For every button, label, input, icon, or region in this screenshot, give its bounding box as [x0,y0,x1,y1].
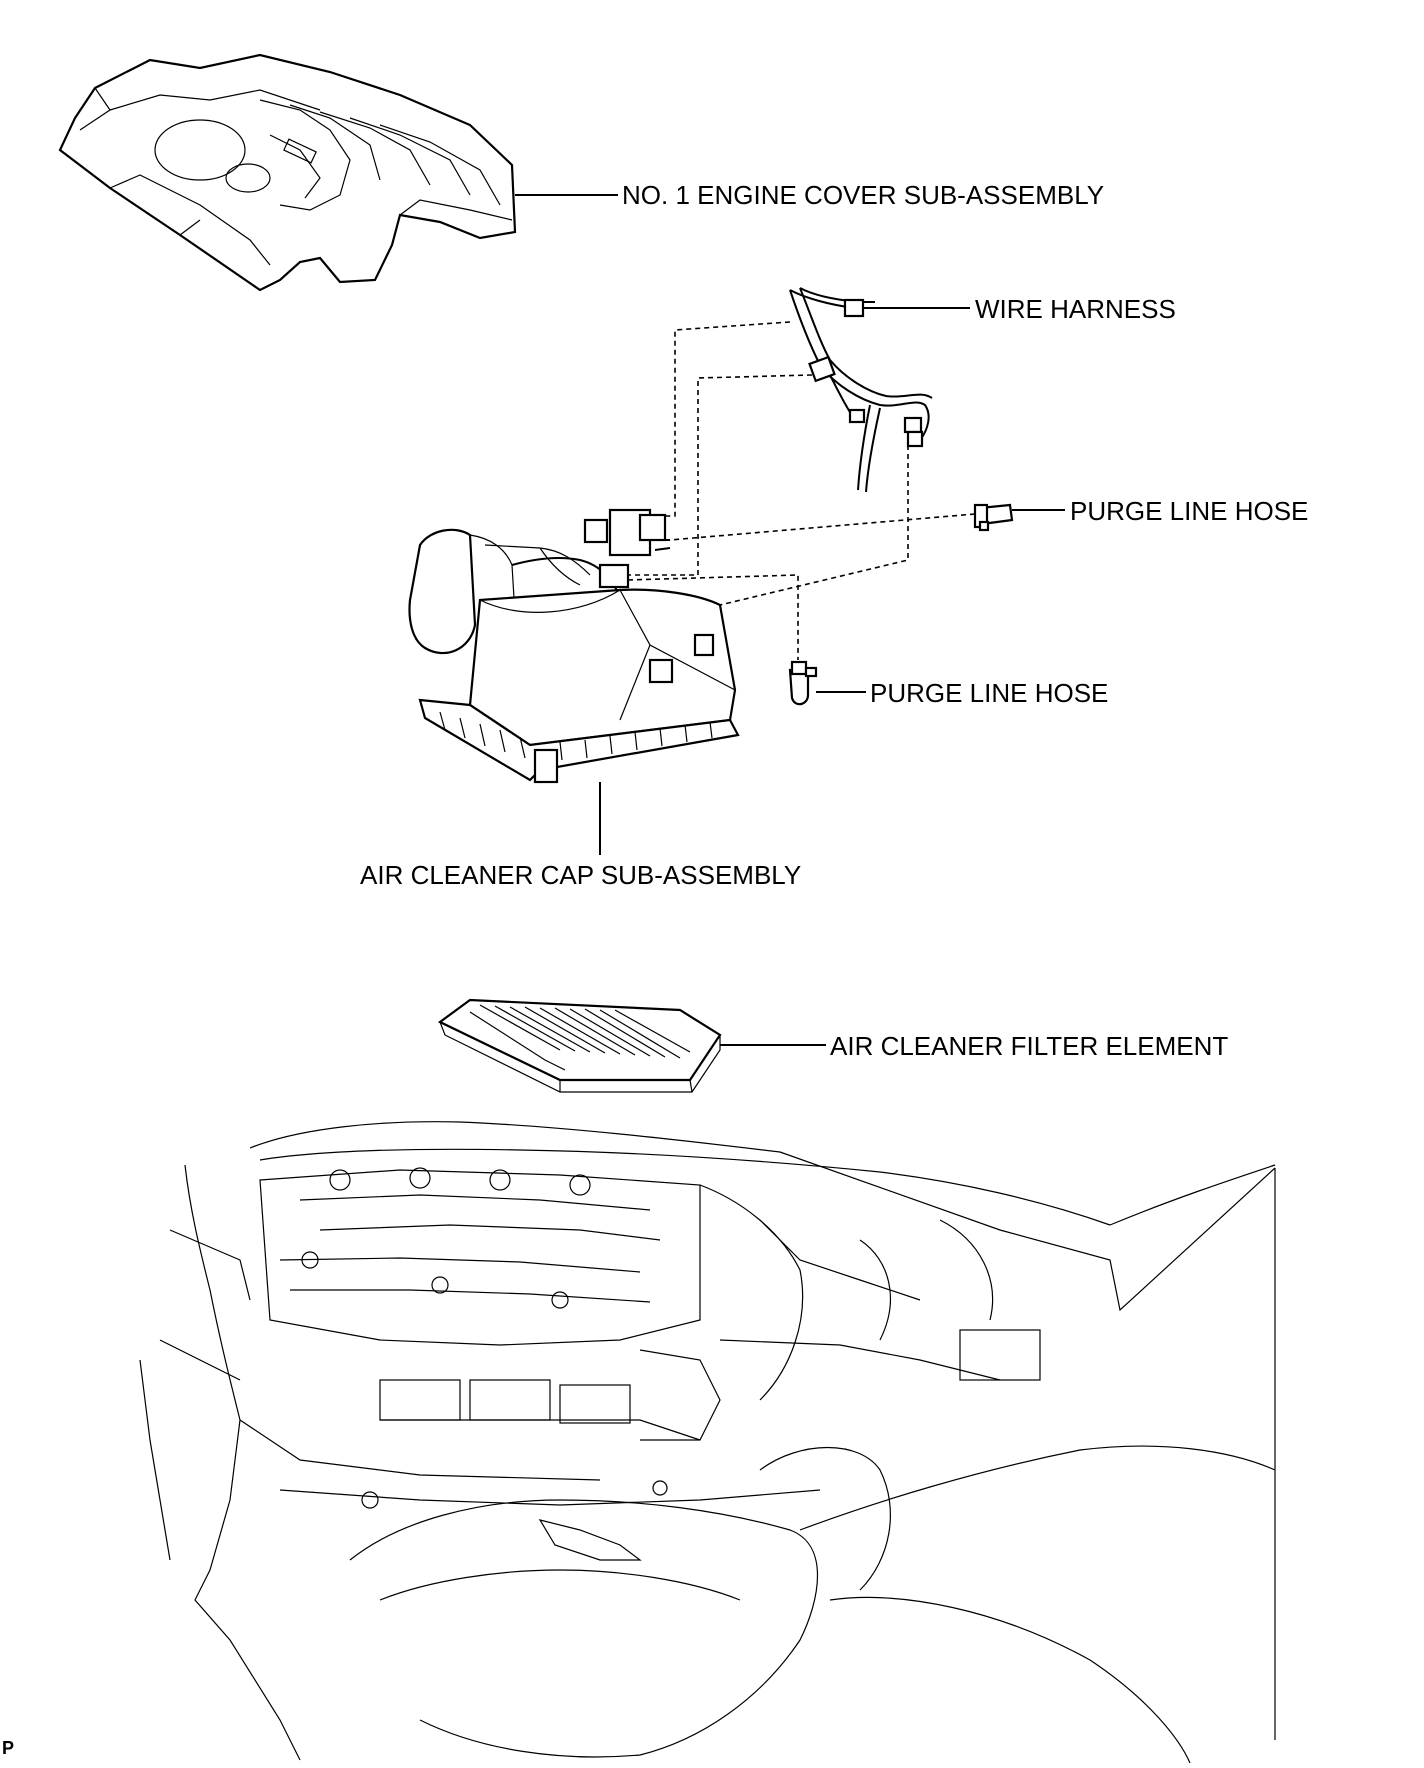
corner-mark: P [2,1738,15,1758]
air-cleaner-cap-label: AIR CLEANER CAP SUB-ASSEMBLY [360,860,802,890]
air-cleaner-cap-drawing [408,508,740,784]
purge-hose-upper-drawing [973,503,1014,532]
purge-hose-lower-drawing [788,660,818,706]
purge-hose-lower-label: PURGE LINE HOSE [870,678,1109,708]
engine-cover-label: NO. 1 ENGINE COVER SUB-ASSEMBLY [622,180,1105,210]
purge-hose-upper-label: PURGE LINE HOSE [1070,496,1309,526]
filter-element-drawing [437,998,722,1093]
engine-cover-drawing [58,53,517,292]
filter-element-label: AIR CLEANER FILTER ELEMENT [830,1031,1229,1061]
wire-harness-drawing [789,287,933,493]
engine-bay-drawing [139,1121,1276,1764]
assembly-dashed-lines [627,321,976,660]
wire-harness-label: WIRE HARNESS [975,294,1176,324]
leader-lines [515,194,1065,1046]
